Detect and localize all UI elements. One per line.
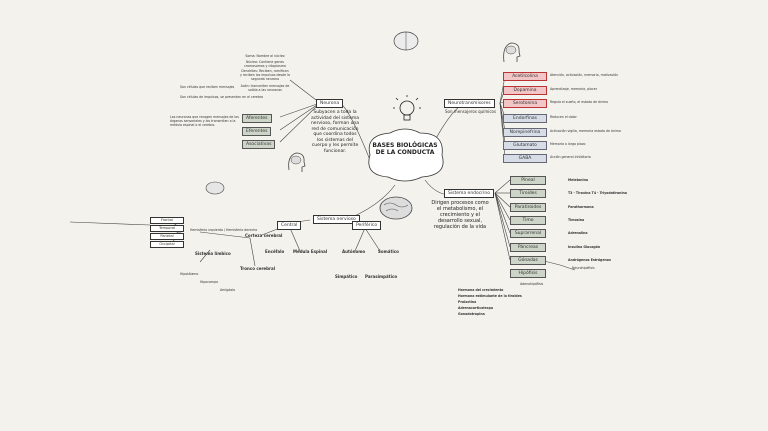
periferico-node[interactable]: Periférico — [352, 221, 382, 230]
nt-norepinefrina[interactable]: Norepinefrina — [503, 128, 547, 137]
gland-pineal[interactable]: Pineal — [510, 176, 546, 185]
parasimpatico-label: Parasimpático — [365, 274, 398, 279]
hormone-androgenos: Andrógenos Estrógenos — [568, 258, 611, 262]
brain-side-icon — [205, 180, 225, 200]
lobulo-parietal[interactable]: Parietal — [150, 233, 184, 240]
gland-tiroides[interactable]: Tiroides — [510, 189, 546, 198]
encefalo-label: Encéfalo — [265, 249, 285, 254]
sistema-nervioso-node[interactable]: Sistema nervioso — [313, 215, 360, 224]
somatico-label: Somático — [378, 249, 399, 254]
simpatico-label: Simpático — [335, 274, 358, 279]
neurotransmisores-node[interactable]: Neurotransmisores — [444, 99, 495, 108]
nt-serotonina-desc: Regula el sueño, el estado de ánimo — [550, 100, 609, 104]
gland-suprarrenal[interactable]: Suprarrenal — [510, 229, 546, 238]
nt-endorfinas-desc: Reducen el dolor — [550, 115, 577, 119]
center-title-block: BASES BIOLÓGICAS DE LA CONDUCTA — [360, 125, 450, 185]
nt-dopamina[interactable]: Dopamina — [503, 86, 547, 95]
neurona-part-soma: Soma: Nombre al núcleo — [245, 54, 285, 58]
eferentes-description: Son células de impulsos, se presentan en… — [180, 95, 264, 99]
neurona-type-aferentes[interactable]: Aferentes — [242, 114, 272, 123]
sistema-limbico-label: Sistema límbico — [195, 251, 231, 256]
neurona-type-eferentes[interactable]: Eferentes — [242, 127, 272, 136]
head-profile-icon — [500, 40, 522, 68]
hormone-parathormona: Parathormona — [568, 205, 594, 209]
head-brain-icon — [285, 150, 307, 178]
hormone-adrenalina: Adrenalina — [568, 231, 588, 235]
gland-pancreas[interactable]: Páncreas — [510, 243, 546, 252]
adenohipofisis-label: Adenohipófisis — [520, 282, 544, 286]
neurona-left-description: Las neuronas que recogen mensajes de los… — [170, 115, 239, 127]
medula-label: Médula Espinal — [293, 249, 328, 254]
nt-acetilcolina-desc: Atención, activación, memoria, motivació… — [550, 73, 619, 77]
brain-top-icon — [392, 30, 420, 56]
adeno-hormone-4: Adrenocorticotropa — [458, 306, 494, 310]
neurona-node[interactable]: Neurona — [316, 99, 344, 108]
hormone-timosina: Timosina — [568, 218, 585, 222]
endocrino-node[interactable]: Sistema endocrino — [444, 189, 494, 198]
nt-glutamato[interactable]: Glutamato — [503, 141, 547, 150]
neurona-part-dendritas: Dendritas: Reciben, ramifican y reciben … — [240, 69, 290, 81]
neurona-description: Subyacen a toda la actividad del sistema… — [310, 110, 360, 154]
adeno-hormone-2: Hormona estimulante de la tiroides — [458, 294, 522, 298]
gland-hipofisis[interactable]: Hipófisis — [510, 269, 546, 278]
hemisferios-label: Hemisferio izquierdo / Hemisferio derech… — [190, 228, 258, 232]
gland-paratiroides[interactable]: Paratiroides — [510, 203, 546, 212]
neurona-type-asociativas[interactable]: Asociativas — [242, 140, 276, 149]
neurotransmisores-description: Son mensajeros químicos — [445, 109, 497, 114]
nt-norepinefrina-desc: Activación vigilia, memoria estado de án… — [550, 129, 621, 133]
brain-drawing-icon — [378, 195, 414, 225]
page-title: BASES BIOLÓGICAS DE LA CONDUCTA — [372, 142, 438, 156]
hormone-insulina: Insulina Glucagón — [568, 245, 601, 249]
neurohipofisis-label: Neurohipófisis — [572, 266, 595, 270]
lightbulb-icon — [393, 95, 421, 131]
tronco-label: Tronco cerebral — [240, 266, 276, 271]
endocrino-description: Dirigen procesos como el metabolismo, el… — [431, 200, 489, 230]
lobulo-temporal[interactable]: Temporal — [150, 225, 184, 232]
nt-serotonina[interactable]: Serotonina — [503, 99, 547, 108]
neurona-part-nucleo: Núcleo: Contiene genes cromosomas y cito… — [244, 60, 286, 68]
autonomo-label: Autónomo — [342, 249, 366, 254]
nt-dopamina-desc: Aprendizaje, memoria, placer — [550, 87, 598, 91]
neurona-part-axon: Axón: transmiten mensajes de salida a la… — [240, 84, 290, 92]
nt-acetilcolina[interactable]: Acetilcolina — [503, 72, 547, 81]
limbic-amigdala: Amígdala — [220, 288, 236, 292]
gland-timo[interactable]: Timo — [510, 216, 546, 225]
aferentes-description: Son células que reciben mensajes — [180, 85, 235, 89]
hormone-tiroxina: T3 - Tiroxina T4 - Triyodotironina — [568, 191, 627, 195]
adeno-hormone-3: Prolactina — [458, 300, 477, 304]
limbic-hipocampo: Hipocampo — [200, 280, 219, 284]
central-node[interactable]: Central — [277, 221, 302, 230]
nt-glutamato-desc: Memoria a largo plazo — [550, 142, 586, 146]
nt-gaba[interactable]: GABA — [503, 154, 547, 163]
hormone-melatonina: Melatonina — [568, 178, 589, 182]
nt-endorfinas[interactable]: Endorfinas — [503, 114, 547, 123]
gland-gonadas[interactable]: Gónadas — [510, 256, 546, 265]
nt-gaba-desc: Acción general inhibitoria — [550, 155, 591, 159]
brain-outline-icon — [368, 128, 444, 182]
corteza-label: Corteza cerebral — [245, 233, 283, 238]
lobulo-frontal[interactable]: Frontal — [150, 217, 184, 224]
adeno-hormone-1: Hormona del crecimiento — [458, 288, 504, 292]
limbic-hipotalamo: Hipotálamo — [180, 272, 199, 276]
adeno-hormone-5: Gonadotropina — [458, 312, 485, 316]
lobulo-occipital[interactable]: Occipital — [150, 241, 184, 248]
